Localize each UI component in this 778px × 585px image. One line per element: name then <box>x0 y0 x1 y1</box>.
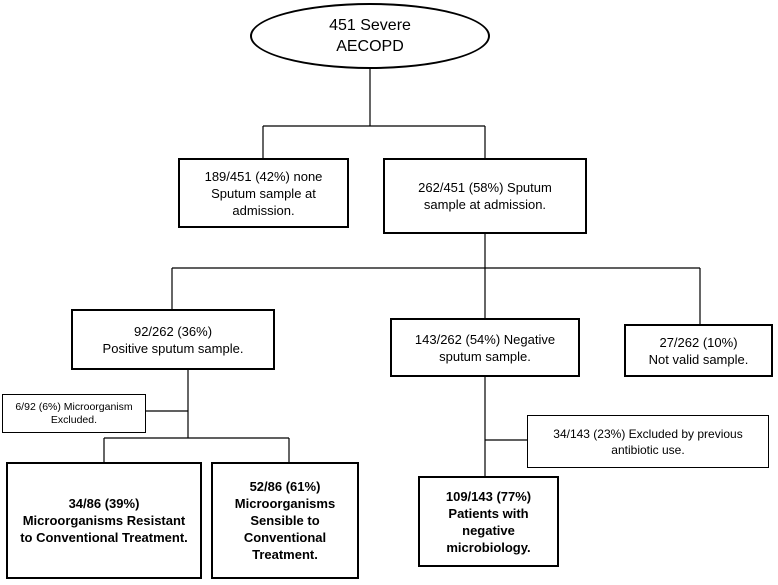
not-valid-sample-box: 27/262 (10%) Not valid sample. <box>624 324 773 377</box>
negative-sample-text: 143/262 (54%) Negative sputum sample. <box>414 331 556 364</box>
not-valid-sample-text: 27/262 (10%) Not valid sample. <box>648 334 749 367</box>
resistant-text: 34/86 (39%) Microorganisms Resistant to … <box>20 496 188 545</box>
excluded-antibiotic-box: 34/143 (23%) Excluded by previous antibi… <box>527 415 769 468</box>
negative-sample-box: 143/262 (54%) Negative sputum sample. <box>390 318 580 377</box>
sensible-text: 52/86 (61%) Microorganisms Sensible to C… <box>234 479 336 562</box>
positive-sample-box: 92/262 (36%) Positive sputum sample. <box>71 309 275 370</box>
excluded-antibiotic-text: 34/143 (23%) Excluded by previous antibi… <box>553 426 743 457</box>
excluded-microorganism-text: 6/92 (6%) Microorganism Excluded. <box>15 400 133 426</box>
positive-sample-text: 92/262 (36%) Positive sputum sample. <box>102 323 244 356</box>
sputum-sample-box: 262/451 (58%) Sputum sample at admission… <box>383 158 587 234</box>
no-sputum-sample-text: 189/451 (42%) none Sputum sample at admi… <box>204 168 323 218</box>
excluded-microorganism-box: 6/92 (6%) Microorganism Excluded. <box>2 394 146 433</box>
negative-microbiology-text: 109/143 (77%) Patients with negative mic… <box>445 488 532 555</box>
root-ellipse: 451 Severe AECOPD <box>250 3 490 69</box>
root-text: 451 Severe AECOPD <box>329 17 411 55</box>
sensible-box: 52/86 (61%) Microorganisms Sensible to C… <box>211 462 359 579</box>
sputum-sample-text: 262/451 (58%) Sputum sample at admission… <box>418 180 552 212</box>
no-sputum-sample-box: 189/451 (42%) none Sputum sample at admi… <box>178 158 349 228</box>
resistant-box: 34/86 (39%) Microorganisms Resistant to … <box>6 462 202 579</box>
negative-microbiology-box: 109/143 (77%) Patients with negative mic… <box>418 476 559 567</box>
